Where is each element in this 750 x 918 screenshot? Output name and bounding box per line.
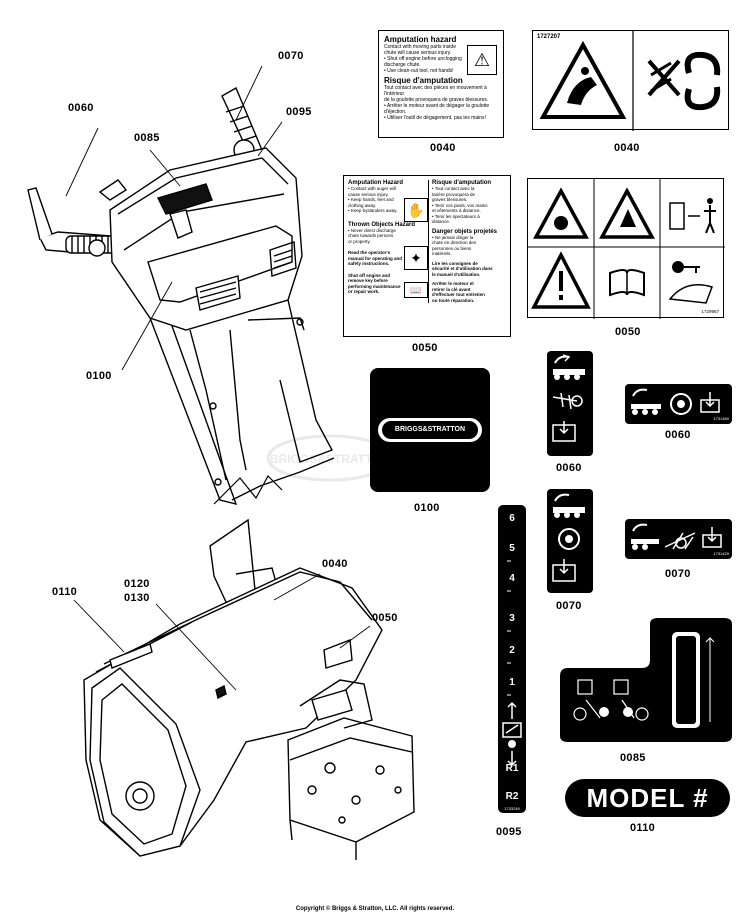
callout-0095-decal: 0095 <box>496 826 522 838</box>
decal-0040-lines-fr: Tout contact avec des pièces en mouvemen… <box>384 85 490 121</box>
decal-0040-amputation-text: Amputation hazard Contact with moving pa… <box>378 30 504 138</box>
decal-0060-vertical <box>547 351 593 456</box>
callout-0100-dash: 0100 <box>86 370 112 382</box>
decal-0050-manual-icon: 📖 <box>404 282 428 298</box>
callout-0040-decal-a: 0040 <box>430 142 456 154</box>
decal-0070-horizontal: 1731429 <box>625 519 732 559</box>
leader-lines-lower <box>73 573 371 691</box>
decal-0050-safety-text: Amputation Hazard • Contact with auger w… <box>343 175 511 337</box>
brand-logo-text: BRIGGS&STRATTON <box>382 421 478 439</box>
copyright-footer: Copyright © Briggs & Stratton, LLC. All … <box>295 906 455 912</box>
decal-0040-pictogram: 1727207 <box>532 30 729 131</box>
decal-0085-art <box>560 618 732 742</box>
callout-0100-decal: 0100 <box>414 502 440 514</box>
speed-mark-6: 6 <box>509 513 515 524</box>
speed-mark-4: 4 <box>509 573 515 584</box>
auger-housing-drawing <box>83 518 415 860</box>
decal-0060b-art <box>631 388 720 415</box>
brand-logo-oval: BRIGGS&STRATTON <box>378 418 482 442</box>
decal-0085-control-panel <box>560 618 732 742</box>
decal-0095-art <box>502 560 522 767</box>
decal-0070b-art <box>631 523 722 550</box>
decal-0040-title-en: Amputation hazard <box>384 35 457 44</box>
callout-0050-decal-a: 0050 <box>412 342 438 354</box>
callout-0070-decal-b: 0070 <box>665 568 691 580</box>
decal-0040-lines-en: Contact with moving parts inside chute w… <box>384 44 462 74</box>
handle-assembly-drawing <box>27 86 335 505</box>
speed-mark-3: 3 <box>509 613 515 624</box>
callout-0095-dash: 0095 <box>286 106 312 118</box>
callout-0085-dash: 0085 <box>134 132 160 144</box>
speed-mark-1: 1 <box>509 677 515 688</box>
callout-0050-decal-b: 0050 <box>615 326 641 338</box>
callout-0120: 0120 <box>124 578 150 590</box>
decal-0060-horizontal: 1731450 <box>625 384 732 424</box>
decal-0050-col-fr: Risque d'amputation • Tout contact avec … <box>428 180 512 303</box>
decal-0060a-art <box>552 354 585 442</box>
callout-0085-decal: 0085 <box>620 752 646 764</box>
speed-mark-r1: R1 <box>505 763 519 774</box>
decal-0050-pictogram: 1729967 <box>527 178 725 319</box>
decal-0050-thrown-icon: ✦ <box>404 246 428 270</box>
decal-0040b-part-number: 1727207 <box>537 34 561 40</box>
callout-0040-chute: 0040 <box>322 558 348 570</box>
leader-lines-upper <box>65 65 283 371</box>
speed-mark-5: 5 <box>509 543 515 554</box>
callout-0060-decal-a: 0060 <box>556 462 582 474</box>
decal-0050b-part-number: 1729967 <box>701 309 719 314</box>
callout-0050-housing: 0050 <box>372 612 398 624</box>
decal-0100-brand-plate: BRIGGS&STRATTON <box>370 368 490 492</box>
callout-0040-decal-b: 0040 <box>614 142 640 154</box>
callout-0060-decal-b: 0060 <box>665 429 691 441</box>
decal-0070a-art <box>552 493 585 582</box>
decal-0050b-art <box>528 179 725 319</box>
decal-0070-vertical <box>547 489 593 593</box>
callout-0060-lever: 0060 <box>68 102 94 114</box>
decal-0050-auger-icon: ✋ <box>404 198 428 222</box>
decal-0060b-part-number: 1731450 <box>713 416 729 421</box>
decal-0095-part-number: 1733249 <box>504 806 520 811</box>
decal-0095-speed-strip: 6 5 4 3 2 1 R1 R2 1733249 <box>498 505 526 813</box>
callout-0110-decal: 0110 <box>630 822 656 834</box>
decal-0050-col-en: Amputation Hazard • Contact with auger w… <box>348 180 416 294</box>
decal-0040b-art <box>539 31 721 131</box>
decal-0040-title-fr: Risque d'amputation <box>384 76 463 85</box>
decal-0070b-part-number: 1731429 <box>713 551 729 556</box>
speed-mark-r2: R2 <box>505 791 519 802</box>
decal-0110-model-plate: MODEL # <box>565 779 730 817</box>
callout-0130: 0130 <box>124 592 150 604</box>
callout-0110-housing: 0110 <box>52 586 78 598</box>
no-hands-icon <box>647 51 721 111</box>
callout-0070-handle: 0070 <box>278 50 304 62</box>
speed-mark-2: 2 <box>509 645 515 656</box>
callout-0070-decal-a: 0070 <box>556 600 582 612</box>
decal-0040-warning-icon: ⚠ <box>467 45 497 75</box>
